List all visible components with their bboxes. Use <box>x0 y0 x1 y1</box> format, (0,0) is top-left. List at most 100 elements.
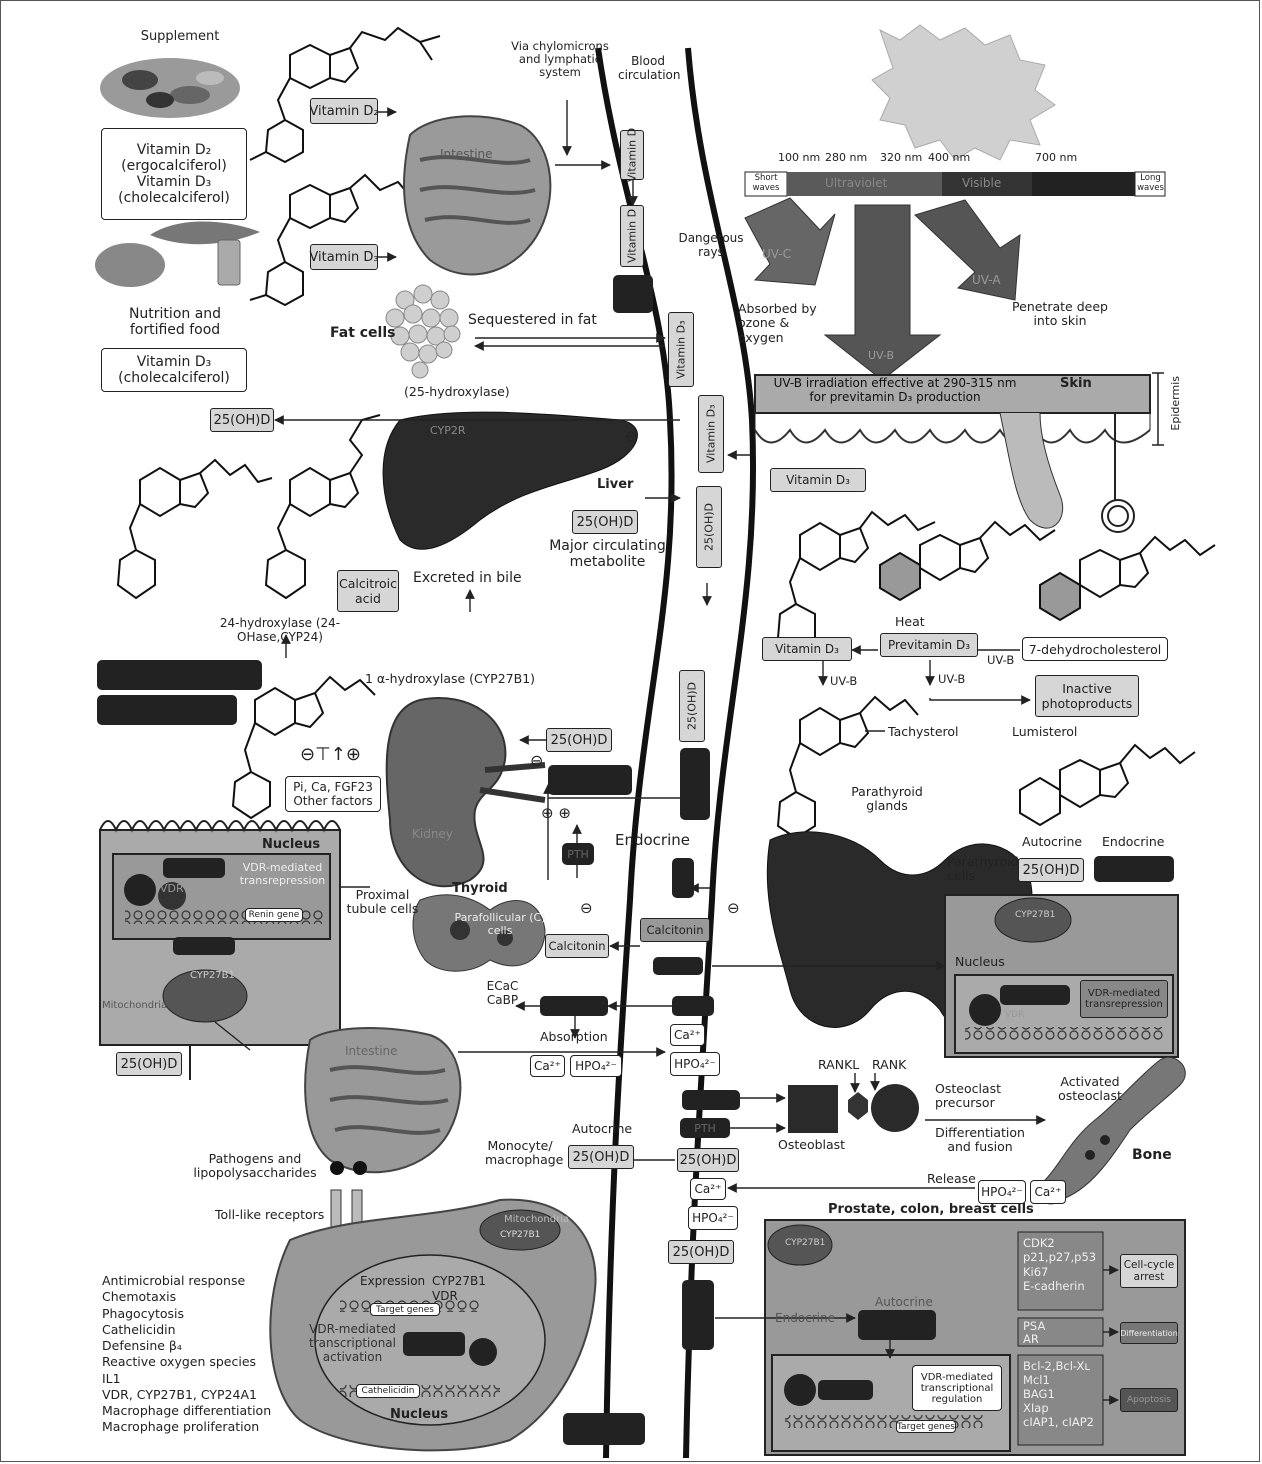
autocrine-prostate-label: Autocrine <box>875 1296 933 1310</box>
lumisterol-molecule <box>1020 745 1195 825</box>
absorbed-label: Absorbed by ozone & oxygen <box>738 302 828 345</box>
visible-label: Visible <box>962 177 1001 191</box>
excreted-bile-label: Excreted in bile <box>413 570 522 586</box>
d3-chem: (cholecalciferol) <box>118 190 230 206</box>
uv-a-label: UV-A <box>972 274 1001 288</box>
endocrine-label: Endocrine <box>615 832 690 849</box>
uv-c-arrow <box>745 198 835 285</box>
supplement-pills-image <box>100 58 240 118</box>
calcitriol-dark-box <box>548 765 632 795</box>
previtamin-d3-molecule <box>880 522 1055 600</box>
cyp-prostate-label: CYP27B1 <box>785 1238 825 1248</box>
vdr-complex-immune <box>403 1332 465 1356</box>
osteoclast-precursor-shape <box>871 1084 919 1132</box>
liver-label: Liver <box>597 478 633 493</box>
epidermis-label: Epidermis <box>1170 376 1183 431</box>
vitamin-d-binding-protein <box>613 275 653 313</box>
blood-circulation-label: Blood circulation <box>618 55 678 83</box>
toll-receptor-1 <box>331 1190 341 1230</box>
nucleus-immune-label: Nucleus <box>390 1408 448 1423</box>
nucleus-parathyroid-label: Nucleus <box>955 955 1005 969</box>
parathyroid-cells-label: Parathyroid cells <box>947 855 1017 884</box>
cyp-parathyroid-label: CYP27B1 <box>1015 910 1055 920</box>
autocrine-parathyroid-label: Autocrine <box>1022 835 1082 849</box>
vitamin-d3-molecule <box>250 175 428 305</box>
fat-cells-label: Fat cells <box>330 325 395 341</box>
gene-ar: AR <box>1023 1333 1045 1346</box>
gene-ki67: Ki67 <box>1023 1265 1096 1279</box>
immune-response-list: Antimicrobial response Chemotaxis Phagoc… <box>102 1273 277 1436</box>
heat-label: Heat <box>895 615 925 629</box>
hpo4-vessel-box: HPO₄²⁻ <box>670 1052 720 1076</box>
calcitonin-box-2: Calcitonin <box>640 918 710 942</box>
differentiation-genes: PSA AR <box>1023 1320 1045 1345</box>
factors-line-1: Pi, Ca, FGF23 <box>293 780 373 794</box>
cabp-label: CaBP <box>487 993 518 1007</box>
calcitriol-vertical-dark-box <box>680 748 710 820</box>
vitamin-d3-synth-box: Vitamin D₃ <box>762 637 852 661</box>
calcitriol-prostate-dark <box>858 1310 936 1340</box>
pth-bone-box: PTH <box>680 1118 730 1138</box>
response-item: Phagocytosis <box>102 1306 277 1322</box>
toll-like-label: Toll-like receptors <box>215 1208 324 1222</box>
ohd-immune-box-2: 25(OH)D <box>677 1148 739 1172</box>
ca-bone-box: Ca²⁺ <box>1030 1180 1066 1204</box>
differentiation-box: Differentiation <box>1120 1322 1178 1344</box>
intestine-label: Intestine <box>440 148 493 162</box>
vitamin-d2-d3-sources-box: Vitamin D₂ (ergocalciferol) Vitamin D₃ (… <box>101 128 247 220</box>
gene-psa: PSA <box>1023 1320 1045 1333</box>
ecac-dark-box <box>540 996 608 1016</box>
prostate-title: Prostate, colon, breast cells <box>828 1203 1034 1218</box>
ultraviolet-label: Ultraviolet <box>825 177 887 191</box>
sun-image <box>872 25 1055 160</box>
spectrum-bar <box>745 172 1165 196</box>
apoptosis-box: Apoptosis <box>1120 1388 1178 1412</box>
ohd-vertical-box-kidney: 25(OH)D <box>679 670 705 742</box>
mitochondria-kidney-label: Mitochondria <box>102 1000 167 1012</box>
hpo4-immune-box: HPO₄²⁻ <box>688 1206 738 1230</box>
pathogen-dot-1 <box>330 1161 344 1175</box>
irradiation-label: UV-B irradiation effective at 290-315 nm… <box>770 377 1020 405</box>
pth-dark-box-small <box>653 957 703 975</box>
gene-xiap: XIap <box>1023 1401 1094 1415</box>
thyroid-label: Thyroid <box>452 882 508 897</box>
nm700-label: 700 nm <box>1035 152 1077 165</box>
ohd-immune-box-3: 25(OH)D <box>668 1240 734 1264</box>
dehydrocholesterol-box: 7-dehydrocholesterol <box>1022 637 1168 661</box>
ca-vessel-box: Ca²⁺ <box>670 1024 705 1046</box>
ohd-kidney-box: 25(OH)D <box>546 728 612 752</box>
monocyte-label: Monocyte/ macrophage <box>485 1139 555 1168</box>
ohd-immune-box-1: 25(OH)D <box>568 1145 634 1169</box>
autocrine-immune-label: Autocrine <box>572 1122 632 1136</box>
dark-label-box-1 <box>97 660 262 690</box>
uvb-label-3: UV-B <box>938 673 965 686</box>
vdr-prostate-dark <box>818 1380 873 1400</box>
gene-p21: p21,p27,p53 <box>1023 1250 1096 1264</box>
gene-ciap: cIAP1, cIAP2 <box>1023 1415 1094 1429</box>
d3-name: Vitamin D₃ <box>137 174 211 190</box>
vdr-immune-label: VDR <box>432 1290 458 1304</box>
gene-bag: BAG1 <box>1023 1387 1094 1401</box>
vitamin-d3-skin-box: Vitamin D₃ <box>770 468 866 492</box>
penetrate-label: Penetrate deep into skin <box>1005 300 1115 329</box>
endocrine-dark-box <box>1094 856 1174 882</box>
kidney-image <box>387 698 545 886</box>
kidney-dark-box <box>173 937 235 955</box>
hydroxylase-24-label: 24-hydroxylase (24-OHase,CYP24) <box>205 617 355 645</box>
vitamin-d-vertical-box-1: Vitamin D <box>620 130 644 180</box>
intestine-upper-image <box>404 116 550 274</box>
ohd-liver-box: 25(OH)D <box>572 510 638 534</box>
cell-cycle-arrest-box: Cell-cycle arrest <box>1120 1254 1178 1288</box>
fat-cells-image <box>386 285 460 378</box>
parafollicular-label: Parafollicular (C) cells <box>450 912 550 937</box>
cyp27b1-kidney-label: CYP27B1 <box>190 970 235 982</box>
parathyroid-glands-label: Parathyroid glands <box>842 785 932 814</box>
pth-box: PTH <box>562 843 594 865</box>
response-item: VDR, CYP27B1, CYP24A1 <box>102 1387 277 1403</box>
long-waves-label: Long waves <box>1136 174 1165 194</box>
via-chylomicrons-label: Via chylomicrons and lymphatic system <box>505 40 615 80</box>
uvb-label-2: UV-B <box>830 675 857 688</box>
nm320-label: 320 nm <box>880 152 922 165</box>
response-item: Reactive oxygen species <box>102 1354 277 1370</box>
